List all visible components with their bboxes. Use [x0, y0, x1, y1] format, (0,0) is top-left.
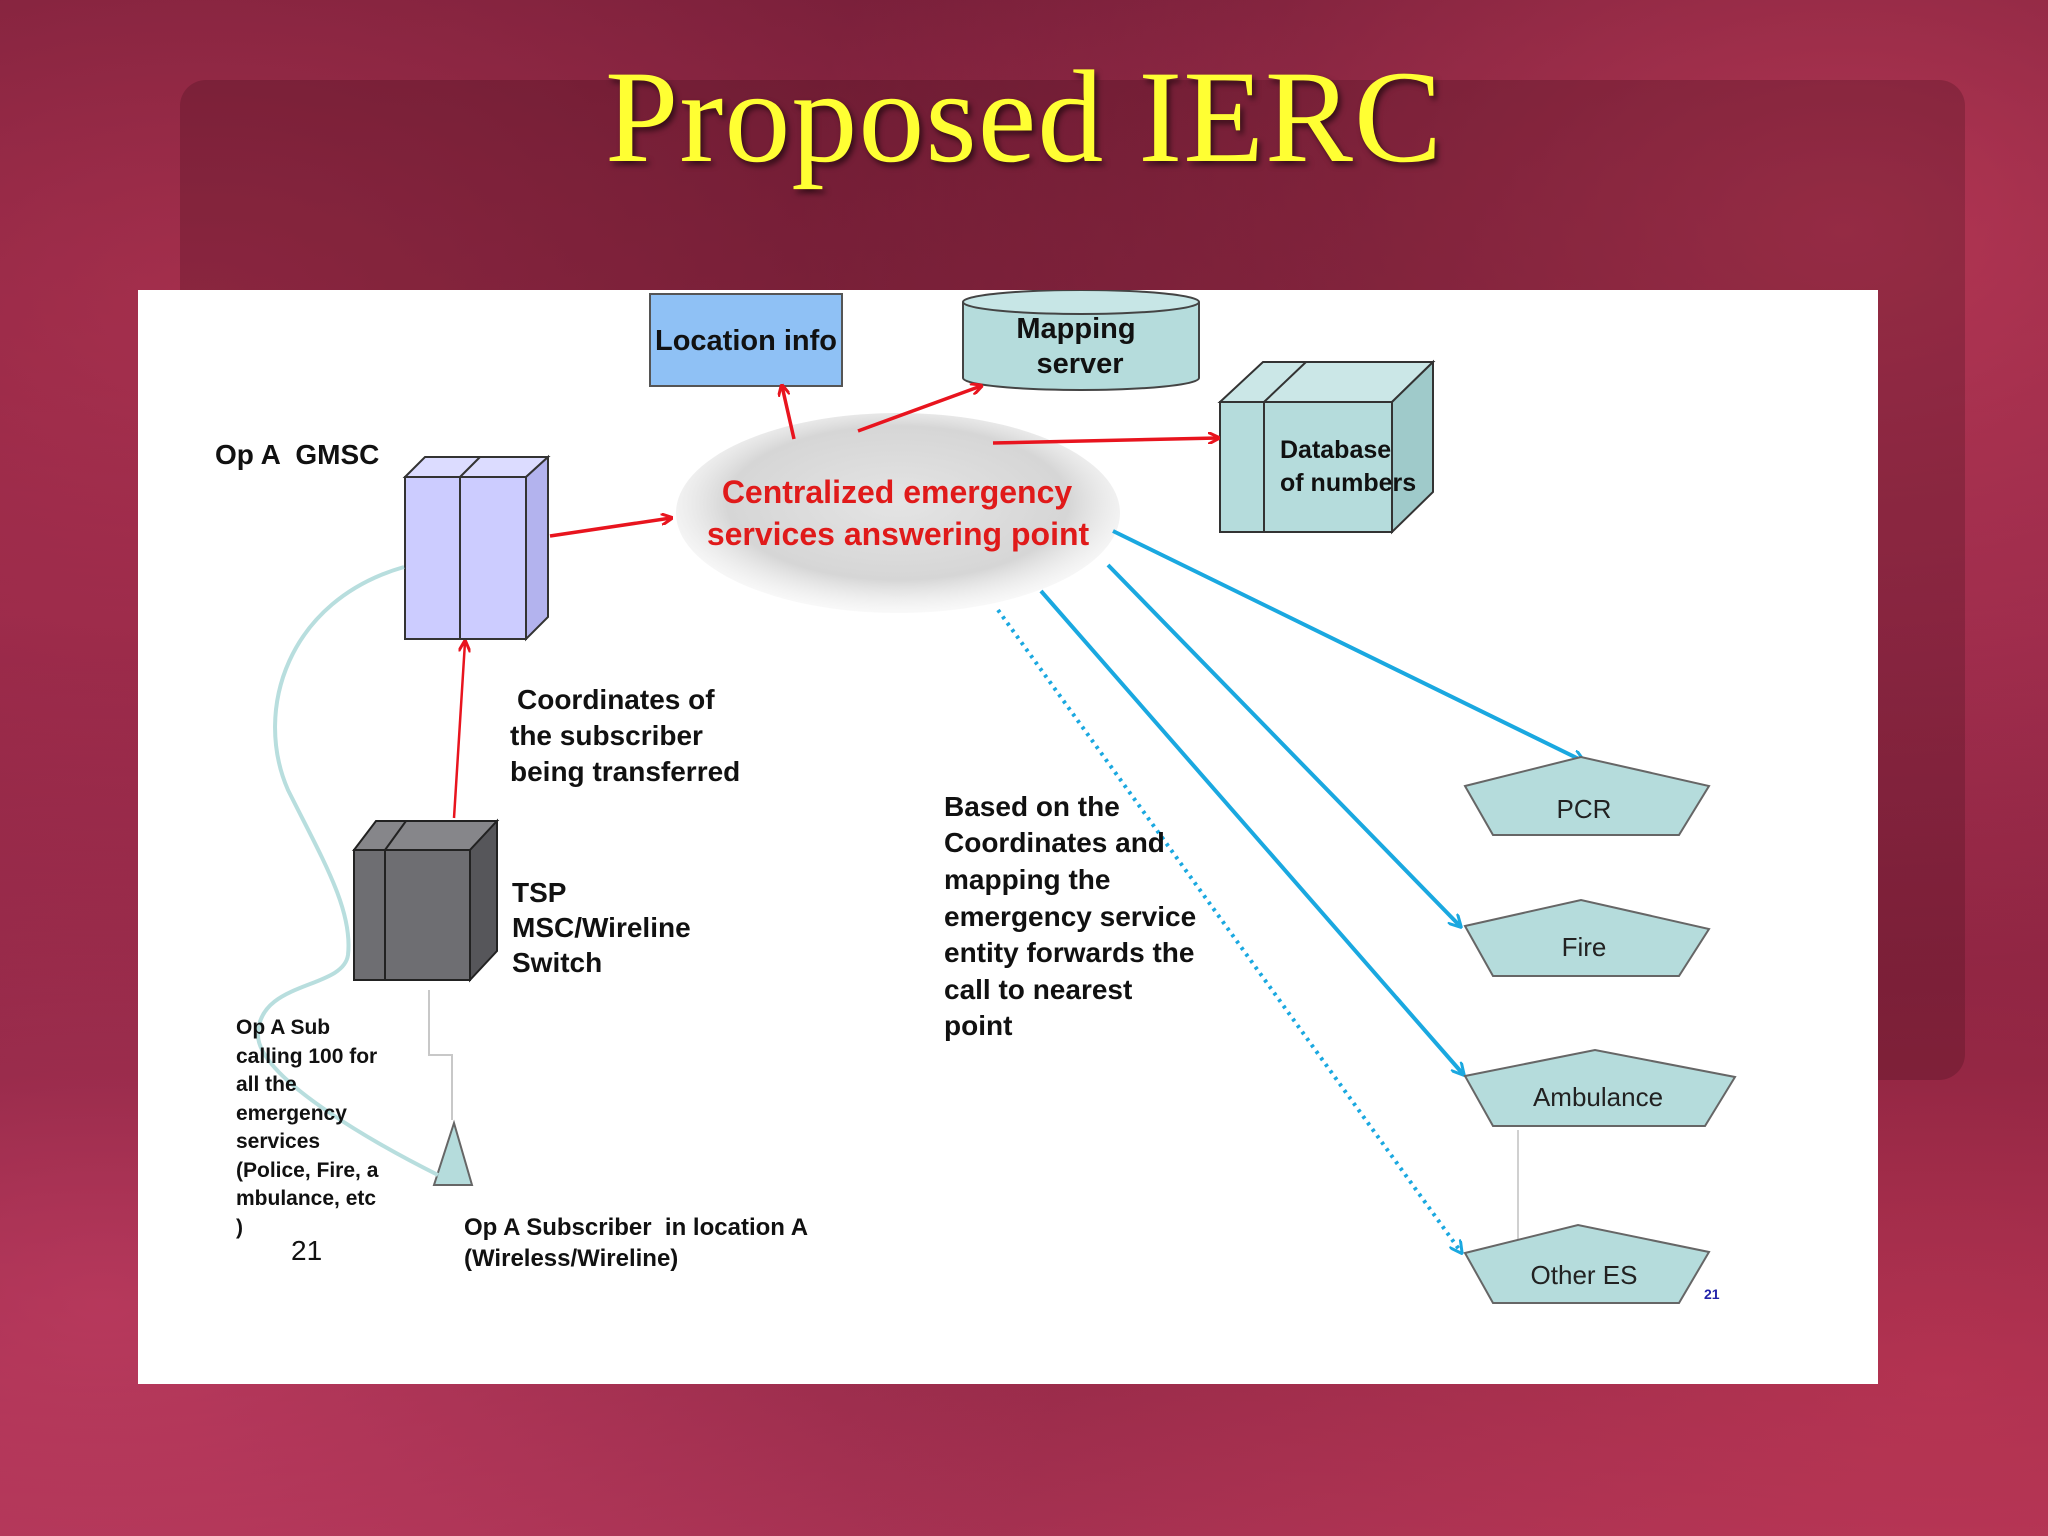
arrow-ceap-to-pcr [1112, 529, 1583, 761]
coordinates-note-3: being transferred [510, 756, 740, 787]
svg-text:mbulance, etc: mbulance, etc [236, 1187, 376, 1210]
location-info-label: Location info [655, 325, 837, 357]
svg-text:all the: all the [236, 1073, 297, 1096]
tsp-label-1: TSP [512, 877, 566, 908]
svg-text:services: services [236, 1130, 320, 1153]
arrow-ceap-to-fire [1106, 563, 1460, 926]
subscriber-triangle [432, 1119, 474, 1186]
arrow-gmsc-to-ceap [549, 518, 671, 538]
tsp-label-2: MSC/Wireline [512, 912, 691, 943]
svg-text:call to nearest: call to nearest [944, 974, 1132, 1005]
subscriber-note-2: (Wireless/Wireline) [464, 1245, 678, 1272]
other-es-label: Other ES [1531, 1260, 1638, 1290]
corner-page-number: 21 [1704, 1286, 1720, 1302]
ceap-label-1: Centralized emergency [722, 474, 1073, 510]
arrow-ceap-to-database [992, 438, 1218, 445]
pcr-node: PCR [1463, 755, 1711, 836]
coordinates-note-1: Coordinates of [517, 684, 715, 715]
sub-calling-note: Op A Sub calling 100 for all the emergen… [236, 1016, 379, 1239]
diagram-canvas: Location info Mapping server Database of… [138, 290, 1878, 1384]
ambulance-node: Ambulance [1463, 1048, 1737, 1127]
gmsc-box [402, 454, 551, 642]
coordinates-note-2: the subscriber [510, 720, 703, 751]
tsp-label-3: Switch [512, 947, 602, 978]
location-info-box: Location info [649, 293, 843, 387]
arrow-tsp-to-gmsc [452, 642, 465, 819]
mapping-server-label-1: Mapping [1016, 313, 1135, 345]
ceap-ellipse: Centralized emergency services answering… [676, 413, 1120, 613]
svg-text:emergency: emergency [236, 1102, 347, 1125]
page-number: 21 [291, 1235, 322, 1266]
fire-node: Fire [1463, 898, 1711, 977]
database-label-1: Database [1280, 436, 1391, 464]
arrow-ceap-to-location [782, 386, 796, 440]
svg-text:point: point [944, 1010, 1012, 1041]
subscriber-note-1: Op A Subscriber in location A [464, 1214, 808, 1241]
wireless-link-curve [255, 565, 439, 1177]
subscriber-connector [428, 990, 453, 1120]
ceap-label-2: services answering point [707, 516, 1090, 552]
mapping-server-cylinder: Mapping server [962, 290, 1200, 391]
forwarding-note: Based on the Coordinates and mapping the… [944, 791, 1196, 1041]
pcr-label: PCR [1557, 794, 1612, 824]
slide-title: Proposed IERC [605, 43, 1443, 190]
svg-text:Coordinates and: Coordinates and [944, 827, 1165, 858]
svg-text:Op A Sub: Op A Sub [236, 1016, 330, 1039]
arrow-ceap-to-ambulance [1039, 589, 1463, 1074]
svg-text:(Police, Fire, a: (Police, Fire, a [236, 1159, 379, 1182]
svg-text:entity forwards the: entity forwards the [944, 937, 1194, 968]
svg-text:emergency service: emergency service [944, 901, 1196, 932]
svg-text:calling 100 for: calling 100 for [236, 1045, 377, 1068]
mapping-server-label-2: server [1036, 348, 1123, 380]
svg-text:mapping the: mapping the [944, 864, 1110, 895]
database-label-2: of numbers [1280, 469, 1416, 497]
arrow-ceap-to-mapping [857, 386, 981, 433]
diagram-svg: Location info Mapping server Database of… [215, 290, 1737, 1304]
svg-text:Based on the: Based on the [944, 791, 1120, 822]
database-box: Database of numbers [1217, 359, 1436, 535]
other-es-node: Other ES [1463, 1223, 1711, 1304]
gmsc-label: Op A GMSC [215, 439, 379, 470]
fire-label: Fire [1562, 932, 1607, 962]
ambulance-label: Ambulance [1533, 1082, 1663, 1112]
svg-text:): ) [236, 1216, 243, 1239]
tsp-switch-box [351, 818, 500, 983]
